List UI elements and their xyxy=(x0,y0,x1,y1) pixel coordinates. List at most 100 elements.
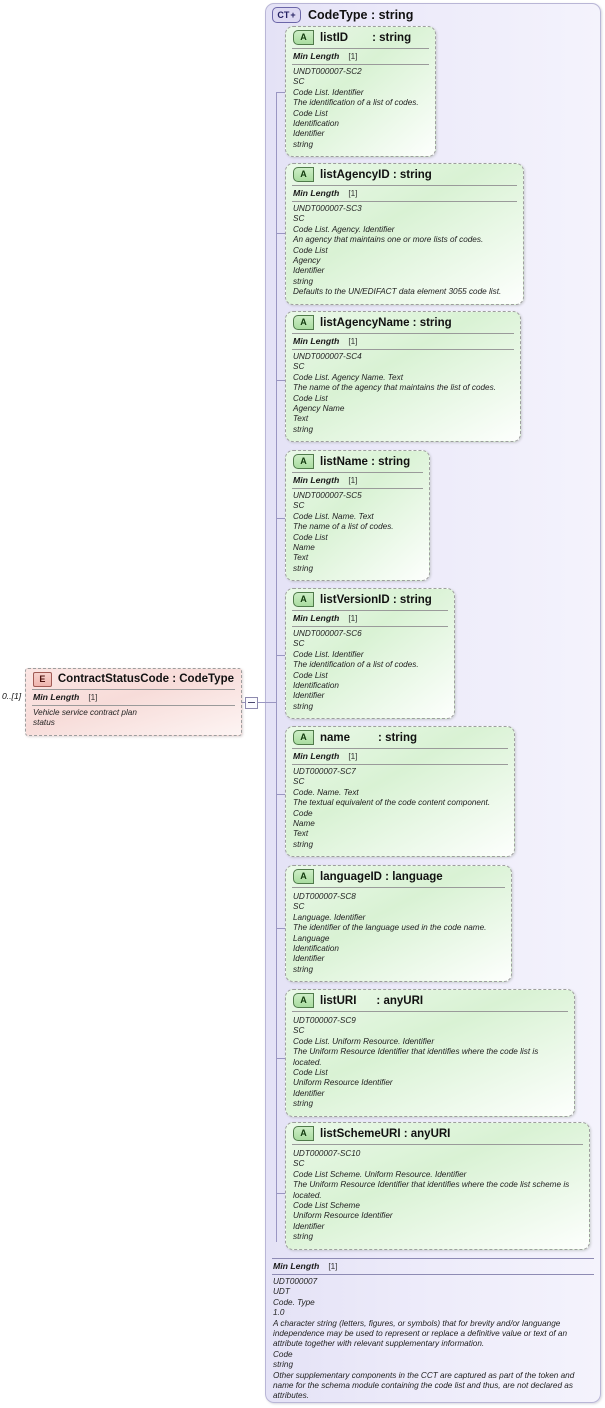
doc-line: Language. Identifier xyxy=(293,912,366,922)
doc-line: Other supplementary components in the CC… xyxy=(273,1370,575,1401)
attribute-name: listURI xyxy=(320,994,357,1007)
collapse-toggle-icon[interactable] xyxy=(245,697,258,709)
divider xyxy=(272,1274,594,1275)
doc-line: Language xyxy=(293,933,330,943)
attribute-name: name xyxy=(320,731,351,744)
divider xyxy=(292,185,517,186)
doc-line: Code. Name. Text xyxy=(293,787,359,797)
doc-line: UNDT000007-SC4 xyxy=(293,352,362,361)
facet-value: [1] xyxy=(88,693,98,702)
attribute-box-listid[interactable]: A listID : string Min Length [1] UNDT000… xyxy=(285,26,436,158)
attribute-type: : string xyxy=(378,731,418,744)
doc-line: Code List. Agency. Identifier xyxy=(293,224,395,234)
doc-line: Code xyxy=(293,808,313,818)
divider xyxy=(292,333,514,334)
element-box-contractstatuscode[interactable]: E ContractStatusCode : CodeType Min Leng… xyxy=(25,668,242,736)
attribute-name: listAgencyID : string xyxy=(320,168,432,181)
attribute-box-listagencyid[interactable]: A listAgencyID : string Min Length [1] U… xyxy=(285,163,524,305)
attribute-badge-icon: A xyxy=(293,454,314,469)
facet-row: Min Length [1] xyxy=(267,1259,599,1274)
attribute-badge-icon: A xyxy=(293,592,314,607)
doc-line: Code List. Identifier xyxy=(293,649,364,659)
facet-name: Min Length xyxy=(293,751,340,761)
attribute-badge-icon: A xyxy=(293,730,314,745)
doc-line: UNDT000007-SC3 xyxy=(293,204,362,213)
attribute-badge-icon: A xyxy=(293,315,314,330)
doc-line: The name of the agency that maintains th… xyxy=(293,383,496,393)
doc-line: Code List Scheme xyxy=(293,1201,360,1211)
complex-type-header[interactable]: CT+ CodeType : string xyxy=(272,5,413,25)
divider xyxy=(32,689,235,690)
doc-line: Identifier xyxy=(293,691,325,701)
facet-value: [1] xyxy=(348,614,358,623)
doc-line: The identifier of the language used in t… xyxy=(293,923,487,933)
facet-name: Min Length xyxy=(293,51,340,61)
facet-value: [1] xyxy=(348,752,358,761)
doc-line: The Uniform Resource Identifier that ide… xyxy=(293,1180,570,1200)
doc-line: Name xyxy=(293,819,315,829)
doc-line: Name xyxy=(293,543,315,553)
attribute-badge-icon: A xyxy=(293,167,314,182)
doc-line: UDT000007-SC7 xyxy=(293,767,356,776)
attribute-header: A listSchemeURI : anyURI xyxy=(286,1123,589,1144)
doc-line: Vehicle service contract plan xyxy=(33,708,137,717)
doc-line: Identifier xyxy=(293,129,325,139)
attribute-connector-stub xyxy=(276,1193,285,1194)
doc-line: string xyxy=(293,839,314,849)
doc-line: string xyxy=(293,424,314,434)
divider xyxy=(272,1258,594,1259)
doc-line: UNDT000007-SC6 xyxy=(293,629,362,638)
doc-line: Identifier xyxy=(293,954,325,964)
attribute-type: : string xyxy=(372,31,412,44)
doc-line: Identifier xyxy=(293,266,325,276)
attribute-box-listname[interactable]: A listName : string Min Length [1] UNDT0… xyxy=(285,450,430,582)
attribute-badge-icon: A xyxy=(293,869,314,884)
doc-line: UDT xyxy=(273,1287,290,1297)
facet-value: [1] xyxy=(348,52,358,61)
attribute-name: listAgencyName : string xyxy=(320,316,452,329)
facet-row: Min Length [1] xyxy=(286,473,429,488)
facet-row: Min Length [1] xyxy=(26,690,241,705)
doc-line: The identification of a list of codes. xyxy=(293,660,419,670)
doc-line: UNDT000007-SC2 xyxy=(293,67,362,76)
doc-line: SC xyxy=(293,777,305,787)
attribute-header: A listURI : anyURI xyxy=(286,990,574,1011)
attribute-name: listSchemeURI : anyURI xyxy=(320,1127,451,1140)
doc-line: Identifier xyxy=(293,1088,325,1098)
cardinality-label: 0..[1] xyxy=(2,691,22,701)
doc-line: UDT000007-SC8 xyxy=(293,892,356,901)
doc-line: UNDT000007-SC5 xyxy=(293,491,362,500)
doc-line: Code List xyxy=(293,532,328,542)
doc-line: A character string (letters, figures, or… xyxy=(273,1318,568,1349)
element-title: ContractStatusCode : CodeType xyxy=(57,673,234,685)
attribute-badge-icon: A xyxy=(293,1126,314,1141)
attribute-box-name[interactable]: A name : string Min Length [1] UDT000007… xyxy=(285,726,515,858)
facet-name: Min Length xyxy=(293,613,340,623)
doc-line: An agency that maintains one or more lis… xyxy=(293,235,484,245)
doc-line: Code List. Name. Text xyxy=(293,511,374,521)
doc-line: SC xyxy=(293,214,305,224)
attribute-box-listversionid[interactable]: A listVersionID : string Min Length [1] … xyxy=(285,588,455,720)
attribute-box-listagencyname[interactable]: A listAgencyName : string Min Length [1]… xyxy=(285,311,521,443)
divider xyxy=(292,1144,583,1145)
doc-line: Text xyxy=(293,553,309,563)
doc-line: string xyxy=(293,563,314,573)
doc-line: Uniform Resource Identifier xyxy=(293,1211,393,1221)
doc-line: Code List xyxy=(293,245,328,255)
doc-line: Defaults to the UN/EDIFACT data element … xyxy=(293,287,502,297)
facet-name: Min Length xyxy=(293,475,340,485)
doc-line: The textual equivalent of the code conte… xyxy=(293,798,491,808)
divider xyxy=(292,748,508,749)
attribute-badge-icon: A xyxy=(293,30,314,45)
facet-name: Min Length xyxy=(273,1261,320,1271)
attribute-header: A listAgencyID : string xyxy=(286,164,523,185)
divider xyxy=(292,488,423,489)
attribute-header: A listID : string xyxy=(286,27,435,48)
doc-line: Identification xyxy=(293,944,339,954)
doc-line: The name of a list of codes. xyxy=(293,522,394,532)
